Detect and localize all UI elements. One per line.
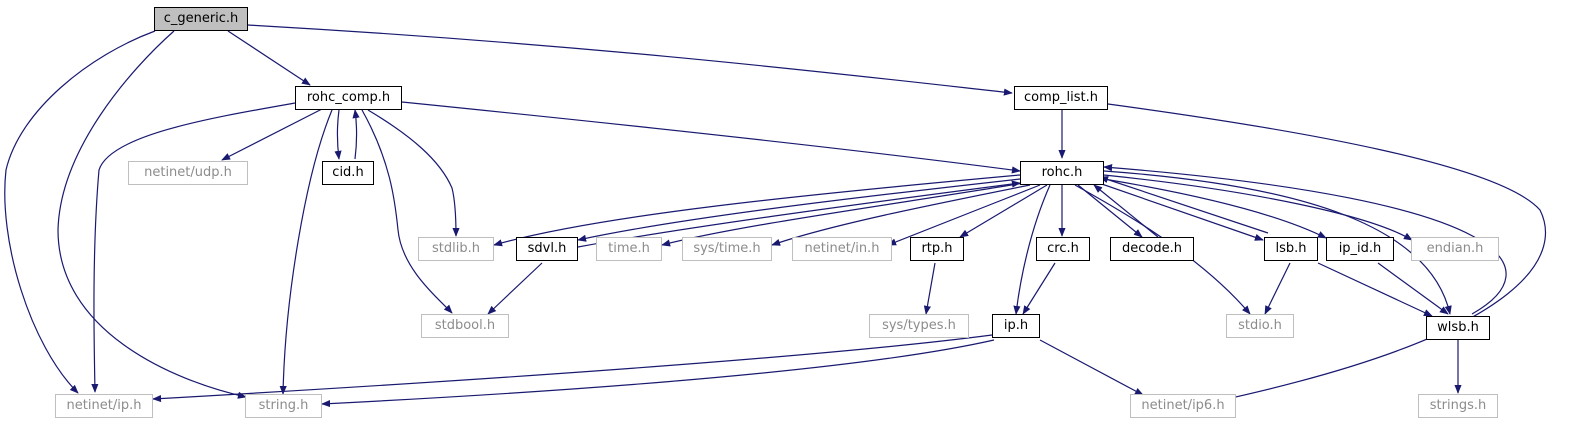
edge-rohc-systime [771,184,1031,246]
node-sdvl-h[interactable]: sdvl.h [516,237,578,261]
edge-lsb-stdio [1264,262,1291,315]
node-crc-h[interactable]: crc.h [1036,237,1090,261]
edge-cid-rohc_comp [352,109,360,160]
node-rohc-comp-h[interactable]: rohc_comp.h [295,86,402,110]
edge-rohc-ipid [1103,178,1327,239]
edge-c_generic-string [57,30,247,399]
edge-crc-ip [1022,262,1056,315]
node-decode-h[interactable]: decode.h [1110,237,1194,261]
edge-wlsb-rohc [1103,164,1507,315]
node-ip-h[interactable]: ip.h [992,314,1040,338]
node-stdlib-h: stdlib.h [418,237,494,261]
edge-ipid-wlsb [1377,262,1449,315]
edge-rohc_comp-udp [221,108,323,161]
edge-rohc-time [661,182,1025,247]
edge-rohc_comp-netip [91,102,296,393]
node-stdbool-h: stdbool.h [421,314,509,338]
node-time-h: time.h [596,237,662,261]
node-netinet-udp-h: netinet/udp.h [128,161,248,185]
node-ip-id-h[interactable]: ip_id.h [1326,237,1394,261]
node-netinet-in-h: netinet/in.h [792,237,892,261]
edge-rohc-endian [1103,174,1413,241]
node-netinet-ip6-h: netinet/ip6.h [1130,394,1236,418]
node-sys-time-h: sys/time.h [682,237,772,261]
edge-rohc-lsb [1095,181,1264,241]
node-lsb-h[interactable]: lsb.h [1264,237,1318,261]
edge-lsb-rohc [1099,176,1269,234]
node-rohc-h[interactable]: rohc.h [1020,161,1104,185]
edge-rohc-stdlib [493,174,1021,247]
node-netinet-ip-h: netinet/ip.h [55,394,153,418]
node-sys-types-h: sys/types.h [869,314,969,338]
edge-rohc_comp-stdbool [361,109,453,314]
node-c-generic-h: c_generic.h [154,7,248,31]
edge-rohc_comp-stdlib [367,109,460,237]
edge-c_generic-rohc_comp [227,30,311,86]
edge-rohc_comp-cid [334,109,342,160]
edge-rohc-ip [1013,184,1051,315]
edge-rohc-decode [1077,184,1143,238]
edge-c_generic-comp_list [247,24,1013,96]
edge-c_generic-netip [4,30,156,394]
edge-rohc_comp-string [279,109,333,395]
node-stdio-h: stdio.h [1226,314,1294,338]
edge-rtp-systypes [923,262,936,315]
node-cid-h[interactable]: cid.h [322,161,374,185]
node-rtp-h[interactable]: rtp.h [910,237,964,261]
edge-rohc-stdio [1074,184,1251,315]
edge-ip-netip [152,334,993,403]
edge-ip-string [321,339,995,408]
node-strings-h: strings.h [1418,394,1498,418]
edge-rohc_comp-rohc [401,101,1021,174]
edge-rohc-wlsb [1103,170,1452,315]
edge-sdvl-stdbool [487,262,543,315]
edge-rohc-rtp [959,184,1048,238]
edge-ip-netip6 [1039,339,1144,396]
edge-rohc-sdvl [577,178,1021,242]
node-wlsb-h[interactable]: wlsb.h [1426,316,1490,340]
node-comp-list-h[interactable]: comp_list.h [1014,86,1108,110]
edge-lsb-wlsb [1317,262,1433,317]
edge-rohc-netin [887,184,1041,246]
node-string-h: string.h [245,394,322,418]
node-endian-h: endian.h [1411,237,1499,261]
